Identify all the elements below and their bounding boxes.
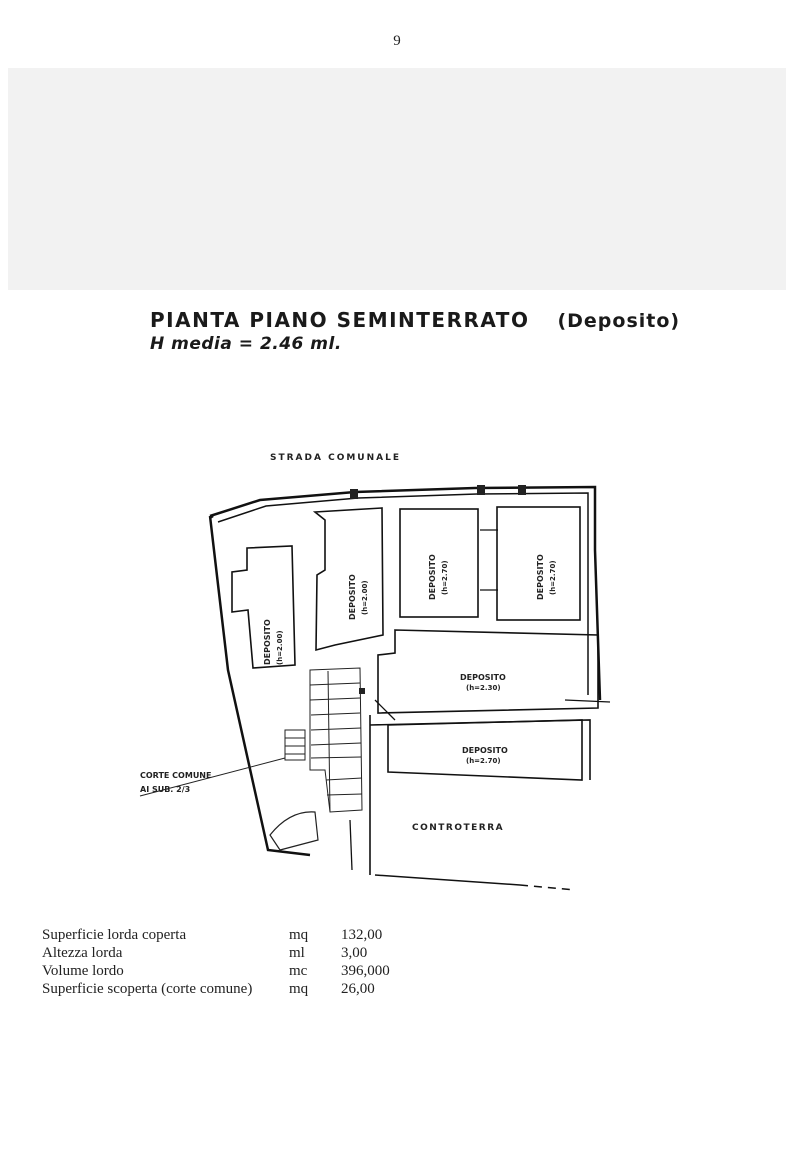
surface-data-table: Superficie lorda coperta mq 132,00 Altez… — [42, 926, 390, 998]
row-value: 396,000 — [341, 963, 390, 979]
room-height-5: (h=2.30) — [466, 684, 501, 692]
room-label-5: DEPOSITO — [460, 673, 506, 682]
row-label: Superficie scoperta (corte comune) — [42, 981, 253, 997]
room-deposito-north-1 — [399, 508, 479, 618]
small-stair — [284, 729, 306, 761]
page-number: 9 — [393, 33, 401, 49]
room-height-2: (h=2.00) — [361, 580, 369, 615]
section-mark-3 — [349, 819, 353, 871]
outer-wall-west — [208, 515, 311, 857]
corte-arch — [269, 811, 319, 851]
row-unit: mc — [289, 963, 308, 979]
table-row: Superficie scoperta (corte comune) mq 26… — [42, 980, 390, 998]
south-wall — [374, 874, 521, 886]
row-unit: mq — [289, 981, 309, 997]
floor-plan: STRADA COMUNALE — [139, 453, 611, 891]
plan-title-note: (Deposito) — [557, 310, 681, 332]
table-row: Altezza lorda ml 3,00 — [42, 944, 390, 962]
table-row: Volume lordo mc 396,000 — [42, 962, 390, 980]
room-label-1: DEPOSITO — [263, 619, 272, 665]
controterra-label: CONTROTERRA — [412, 823, 504, 833]
room-height-1: (h=2.00) — [276, 630, 284, 665]
outer-wall-corner — [209, 514, 214, 520]
row-label: Volume lordo — [42, 963, 124, 979]
window-1 — [350, 489, 358, 499]
plan-title: PIANTA PIANO SEMINTERRATO (Deposito) — [150, 308, 680, 332]
column-mark — [359, 688, 365, 694]
room-height-4: (h=2.70) — [549, 560, 557, 595]
staircase — [309, 667, 363, 813]
corte-leader-line — [139, 757, 286, 797]
corte-label-1: CORTE COMUNE — [140, 771, 211, 780]
room-label-3: DEPOSITO — [428, 554, 437, 600]
plan-subtitle: H media = 2.46 ml. — [150, 334, 342, 354]
section-mark-1 — [374, 699, 396, 721]
room-height-3: (h=2.70) — [441, 560, 449, 595]
window-2 — [477, 485, 485, 495]
scan-background-band — [8, 68, 786, 290]
room-deposito-center-west — [312, 507, 384, 652]
section-mark-2 — [564, 699, 611, 703]
row-value: 26,00 — [341, 981, 375, 997]
room-deposito-central — [377, 629, 599, 714]
south-wall-dashed — [519, 884, 576, 891]
row-value: 3,00 — [341, 945, 368, 961]
row-label: Altezza lorda — [42, 945, 123, 961]
room-label-4: DEPOSITO — [536, 554, 545, 600]
window-3 — [518, 485, 526, 495]
outer-wall-north-east — [209, 485, 602, 701]
row-value: 132,00 — [341, 927, 383, 943]
room-height-6: (h=2.70) — [466, 757, 501, 765]
room-label-6: DEPOSITO — [462, 746, 508, 755]
inner-wall-line — [217, 492, 589, 695]
room-deposito-west — [231, 545, 296, 669]
room-deposito-north-2 — [496, 506, 581, 621]
street-label: STRADA COMUNALE — [270, 453, 401, 463]
row-label: Superficie lorda coperta — [42, 927, 187, 943]
controterra-edge — [369, 719, 591, 780]
row-unit: ml — [289, 945, 305, 961]
table-row: Superficie lorda coperta mq 132,00 — [42, 926, 390, 944]
room-label-2: DEPOSITO — [348, 574, 357, 620]
plan-title-text: PIANTA PIANO SEMINTERRATO — [150, 308, 530, 332]
row-unit: mq — [289, 927, 309, 943]
